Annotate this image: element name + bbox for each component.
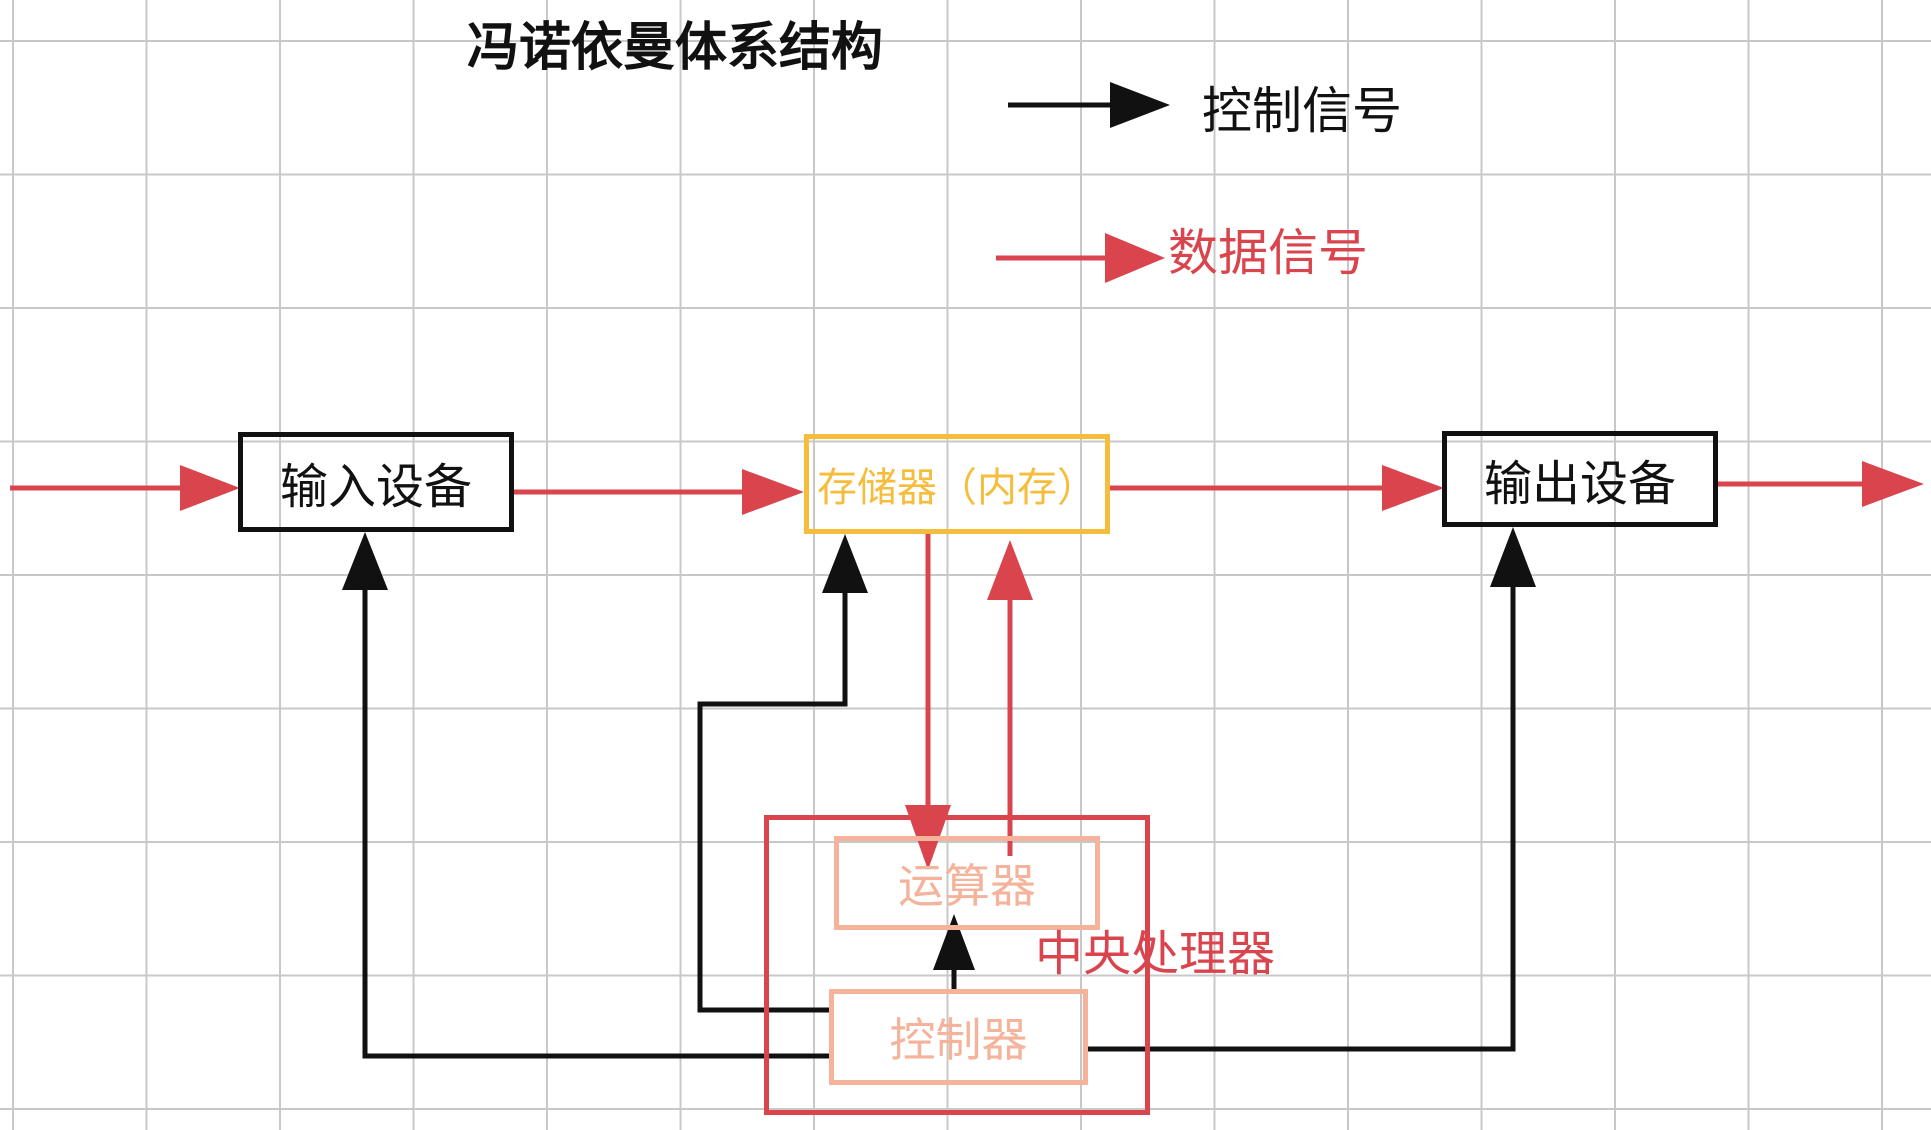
data-arrow-input-to-memory — [514, 469, 804, 515]
alu-node: 运算器 — [834, 836, 1100, 930]
diagram-title: 冯诺依曼体系结构 — [467, 18, 884, 78]
legend-data-arrow — [996, 233, 1165, 283]
controller-node: 控制器 — [829, 989, 1088, 1085]
input-device-node: 输入设备 — [238, 432, 514, 532]
cpu-container — [764, 815, 1150, 1115]
legend-control-arrow — [1008, 82, 1170, 128]
controller-label: 控制器 — [889, 1013, 1028, 1067]
input-device-label: 输入设备 — [279, 459, 472, 515]
data-arrow-memory-to-output — [1110, 465, 1444, 511]
alu-label: 运算器 — [898, 859, 1036, 913]
data-arrow-into-input — [10, 465, 240, 511]
output-device-label: 输出设备 — [1483, 456, 1676, 512]
control-arrow-controller-to-output — [1088, 527, 1536, 1052]
control-arrow-controller-to-input — [342, 532, 829, 1059]
legend-control-label: 控制信号 — [1202, 82, 1402, 140]
memory-node: 存储器（内存） — [804, 434, 1110, 534]
control-arrow-controller-to-memory — [697, 534, 868, 1013]
output-device-node: 输出设备 — [1442, 431, 1718, 527]
legend-data-label: 数据信号 — [1168, 224, 1368, 282]
data-arrow-alu-to-memory — [987, 540, 1033, 856]
memory-label: 存储器（内存） — [817, 465, 1097, 511]
control-arrow-controller-to-alu — [933, 914, 975, 989]
cpu-label: 中央处理器 — [1035, 926, 1276, 982]
data-arrow-out-of-output — [1718, 461, 1924, 507]
